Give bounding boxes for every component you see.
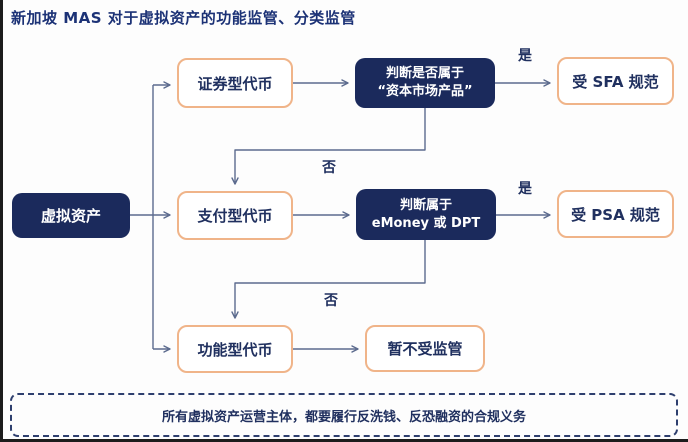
screen-edge-bottom	[0, 439, 688, 442]
node-security-token: 证券型代币	[177, 58, 293, 108]
decision-capital-market-line2: “资本市场产品”	[377, 84, 473, 99]
decision-capital-market-line1: 判断是否属于	[385, 66, 464, 82]
node-payment-token: 支付型代币	[177, 191, 293, 240]
node-virtual-asset: 虚拟资产	[12, 193, 130, 238]
node-utility-token: 功能型代币	[177, 325, 293, 373]
page-title: 新加坡 MAS 对于虚拟资产的功能监管、分类监管	[11, 9, 356, 27]
edge-label-no-capital-market: 否	[322, 160, 336, 176]
edge-label-yes-psa: 是	[518, 181, 532, 197]
edge-label-no-emoney-dpt: 否	[324, 293, 338, 309]
screen-edge-left	[0, 0, 3, 442]
node-unregulated: 暂不受监管	[365, 325, 485, 372]
node-decision-emoney-dpt: 判断属于 eMoney 或 DPT	[356, 189, 496, 240]
footer-compliance-text: 所有虚拟资产运营主体，都要履行反洗钱、反恐融资的合规义务	[161, 409, 526, 425]
node-decision-capital-market: 判断是否属于 “资本市场产品”	[355, 58, 495, 108]
node-psa-regulated: 受 PSA 规范	[557, 190, 674, 238]
decision-emoney-dpt-line2: eMoney 或 DPT	[371, 215, 481, 231]
node-sfa-regulated: 受 SFA 规范	[557, 57, 674, 105]
footer-compliance-note: 所有虚拟资产运营主体，都要履行反洗钱、反恐融资的合规义务	[10, 393, 678, 437]
edge-label-yes-sfa: 是	[518, 48, 532, 64]
decision-emoney-dpt-line1: 判断属于	[399, 197, 452, 213]
